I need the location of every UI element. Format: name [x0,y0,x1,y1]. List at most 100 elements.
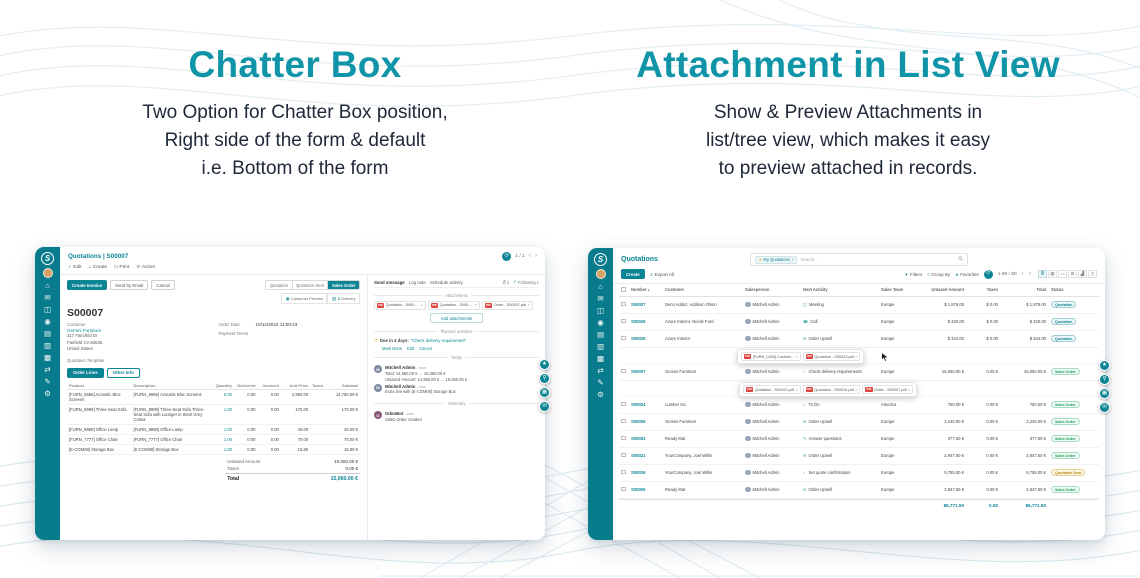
chatter-message[interactable]: M Mitchell Admin - now Total: 14,950.00 … [373,365,539,382]
attachment-chip[interactable]: PDF Quotation - S00010.pdf × [427,301,480,310]
attachment-chip[interactable]: PDF [FURN_0269] Customi... × [741,352,801,361]
remove-attachment-icon[interactable]: × [855,354,858,359]
quotation-row[interactable]: S00003 Ready Mat Mitchell Admin ✎Answer … [619,431,1099,448]
export-all-button[interactable]: ↧ Export All [649,271,674,277]
sidebar-app-icon[interactable]: ⚙ [597,390,604,399]
attachment-chip[interactable]: PDF Quotation - S00010.pdf × [802,385,861,394]
order-line-row[interactable]: [FURN_7777] Office Chair [FURN_7777] Off… [67,434,360,446]
sidebar-app-icon[interactable]: ✉ [44,293,51,302]
status-quotation-sent[interactable]: Quotation Sent [291,281,328,290]
col-next-activity[interactable]: Next Activity [803,287,828,293]
quotation-row[interactable]: S00027 Deco Addict, Addison Olson Mitche… [619,297,1099,314]
row-checkbox[interactable] [621,486,626,492]
favorites-button[interactable]: ★Favorites [955,271,979,277]
filters-button[interactable]: ▼Filters [904,271,923,277]
col-untaxed[interactable]: Untaxed Amount [931,287,964,293]
pager-prev-icon[interactable]: ‹ [528,252,531,260]
attachments-section-header[interactable]: Attachments [374,293,539,298]
sidebar-app-icon[interactable]: ⌂ [598,282,603,291]
sidebar-app-icon[interactable]: ✎ [597,378,604,387]
chatter-message[interactable]: O OdooBot - now Sales Order created [373,411,539,422]
group-by-button[interactable]: ≡Group By [927,271,951,277]
chatter-message[interactable]: M Mitchell Admin - now Extra line with [… [373,383,539,396]
col-taxes[interactable]: Taxes [310,381,325,391]
attachment-chip[interactable]: PDF Order - S00007.pdf × [481,301,533,310]
search-bar[interactable]: ★ My Quotations × Search... [749,253,968,266]
activity-cancel-button[interactable]: Cancel [419,345,432,351]
schedule-activity-tab[interactable]: Schedule activity [429,279,463,285]
col-delivered[interactable]: Delivered [233,381,258,391]
delivery-smart-button[interactable]: ▥ 2 Delivery [327,293,360,305]
row-checkbox[interactable] [621,435,626,441]
send-by-email-button[interactable]: Send by Email [110,280,149,291]
mark-done-button[interactable]: Mark Done [381,345,402,351]
remove-attachment-icon[interactable]: × [527,303,530,308]
floating-widget-button[interactable]: ★ [1099,360,1110,371]
attachment-counter[interactable]: 2 [502,279,509,285]
clear-facet-icon[interactable]: × [791,257,794,262]
graph-view-icon[interactable]: ▟ [1078,270,1087,279]
col-customer[interactable]: Customer [665,287,685,293]
row-checkbox[interactable] [621,318,626,324]
row-checkbox[interactable] [621,335,626,341]
floating-widget-button[interactable]: ★ [539,359,550,370]
pager-next-icon[interactable]: › [1028,269,1031,277]
row-checkbox[interactable] [621,401,626,407]
activity-edit-button[interactable]: Edit [407,345,415,351]
refresh-icon[interactable]: ⟳ [502,252,512,261]
col-product[interactable]: Product [67,381,132,391]
sidebar-app-icon[interactable]: ⚙ [44,389,51,398]
col-total[interactable]: Total [1036,287,1046,293]
app-logo[interactable]: S [41,252,54,265]
action-button[interactable]: ⚙Action [136,264,156,270]
col-status[interactable]: Status [1051,287,1064,293]
col-taxes[interactable]: Taxes [986,287,998,293]
floating-widget-button[interactable]: ⚲ [1099,374,1110,385]
planned-activities-header[interactable]: Planned activities [374,329,539,334]
sidebar-app-icon[interactable]: ⇄ [44,365,51,374]
floating-widget-button[interactable]: ✉ [539,401,550,412]
remove-attachment-icon[interactable]: × [908,387,911,392]
quotation-row[interactable]: S00021 YourCompany, Joel Willis Mitchell… [619,448,1099,465]
col-salesperson[interactable]: Salesperson [745,287,770,293]
sidebar-app-icon[interactable]: ▥ [596,342,605,351]
sidebar-app-icon[interactable]: ◫ [596,306,605,315]
quotation-row[interactable]: S00019 YourCompany, Joel Willis Mitchell… [619,465,1099,482]
sidebar-app-icon[interactable]: ◉ [597,318,604,327]
order-line-row[interactable]: [E-COM08] Storage Box [E-COM08] Storage … [67,444,360,456]
quotation-row[interactable]: S00007 Gemini Furniture Mitchell Admin ✓… [619,364,1099,381]
sidebar-app-icon[interactable]: ▤ [596,330,605,339]
breadcrumb[interactable]: Quotations | S00007 [68,253,129,260]
create-button[interactable]: Create [621,269,645,280]
sidebar-app-icon[interactable]: ▤ [43,329,52,338]
floating-widget-button[interactable]: ⚲ [539,373,550,384]
kanban-view-icon[interactable]: ▦ [1048,270,1057,279]
col-description[interactable]: Description [131,381,211,391]
activity-summary-link[interactable]: "Check delivery requirement" [410,337,467,343]
sidebar-app-icon[interactable]: ▩ [43,353,52,362]
row-checkbox[interactable] [621,452,626,458]
list-view-icon[interactable]: ≣ [1038,270,1047,279]
add-attachments-button[interactable]: Add attachments [429,313,484,324]
print-button[interactable]: ⊡Print [114,264,130,270]
attachment-chip[interactable]: PDF Order - S00007.pdf × [862,385,914,394]
floating-widget-button[interactable]: ▦ [1099,388,1110,399]
edit-button[interactable]: ✓Edit [68,264,82,270]
user-avatar[interactable] [595,269,606,279]
order-line-row[interactable]: [FURN_8888] Office Lamp [FURN_8888] Offi… [67,424,360,436]
quotation-row[interactable]: S00025 Azure Interior Mitchell Admin ✉Or… [619,331,1099,348]
col-number[interactable]: Number ▴ [631,287,650,293]
col-quantity[interactable]: Quantity [210,381,234,391]
row-checkbox[interactable] [621,418,626,424]
select-all-checkbox[interactable] [621,287,626,292]
create-invoice-button[interactable]: Create Invoice [67,280,108,291]
floating-widget-button[interactable]: ▦ [539,387,550,398]
sidebar-app-icon[interactable]: ▩ [596,354,605,363]
col-invoiced[interactable]: Invoiced [257,381,281,391]
cancel-button[interactable]: Cancel [151,280,176,291]
remove-attachment-icon[interactable]: × [795,387,798,392]
col-subtotal[interactable]: Subtotal [324,381,360,391]
row-checkbox[interactable] [621,368,626,374]
pager-prev-icon[interactable]: ‹ [1021,269,1024,277]
quotation-row[interactable]: S00024 Lumber Inc Mitchell Admin ✓To Do … [619,397,1099,414]
